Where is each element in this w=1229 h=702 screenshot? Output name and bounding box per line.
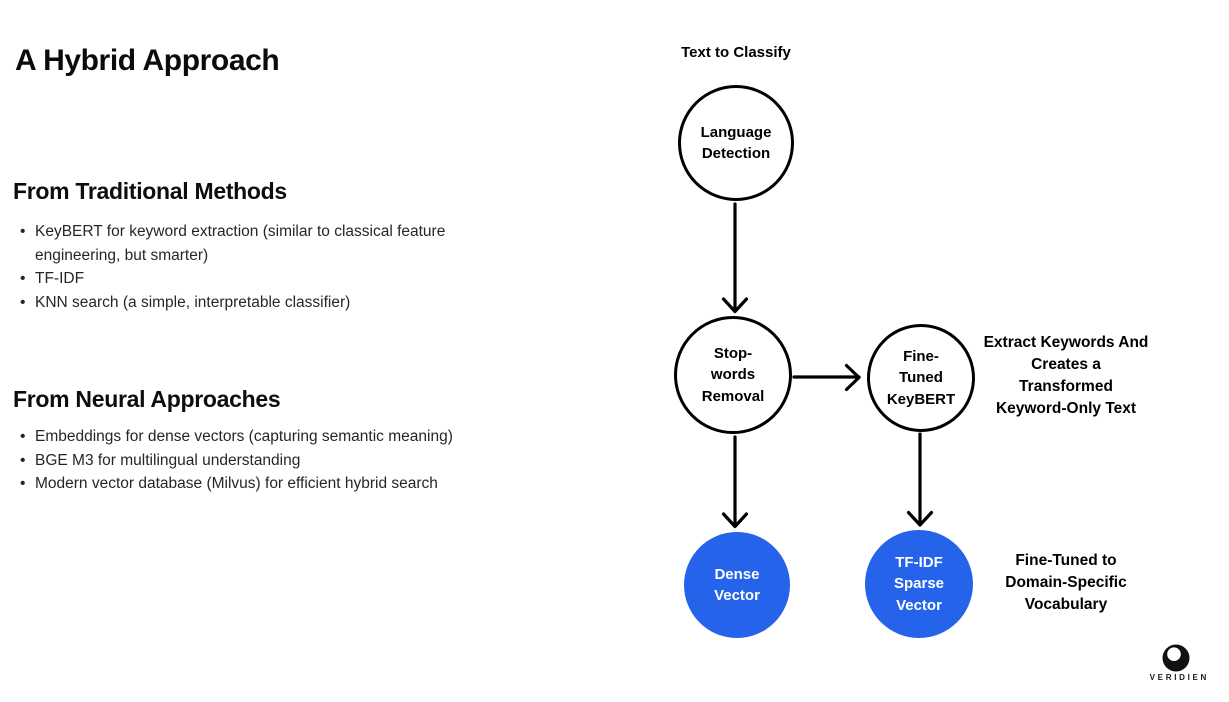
list-item: BGE M3 for multilingual understanding: [16, 449, 453, 473]
page-title: A Hybrid Approach: [15, 44, 280, 77]
veridien-logo-icon: [1162, 644, 1190, 672]
annotation-keybert-output: Extract Keywords And Creates a Transform…: [983, 334, 1149, 417]
section-heading-traditional-methods: From Traditional Methods: [13, 178, 287, 204]
node-language-detection: Language Detection: [678, 85, 794, 201]
arrow-stopwords-to-keybert: [792, 363, 861, 392]
section-heading-neural-approaches: From Neural Approaches: [13, 386, 281, 412]
list-item: KNN search (a simple, interpretable clas…: [16, 291, 445, 315]
arrow-keybert-to-tfidf: [906, 432, 934, 527]
node-tfidf-sparse-vector: TF-IDF Sparse Vector: [865, 530, 973, 638]
logo-wordmark: VERIDIEN: [1149, 673, 1210, 682]
bullet-list-traditional: KeyBERT for keyword extraction (similar …: [16, 220, 445, 314]
diagram-input-label: Text to Classify: [681, 44, 791, 61]
list-item: TF-IDF: [16, 267, 445, 291]
node-fine-tuned-keybert: Fine- Tuned KeyBERT: [867, 324, 975, 432]
arrow-language-to-stopwords: [721, 202, 749, 314]
list-item: Embeddings for dense vectors (capturing …: [16, 425, 453, 449]
annotation-tfidf-vocabulary: Fine-Tuned to Domain-Specific Vocabulary: [1005, 552, 1127, 613]
node-dense-vector: Dense Vector: [684, 532, 790, 638]
list-item: KeyBERT for keyword extraction (similar …: [16, 220, 445, 267]
arrow-stopwords-to-dense: [721, 435, 749, 529]
list-item: Modern vector database (Milvus) for effi…: [16, 472, 453, 496]
bullet-list-neural: Embeddings for dense vectors (capturing …: [16, 425, 453, 496]
node-stop-words-removal: Stop- words Removal: [674, 316, 792, 434]
logo-inner-dot: [1167, 647, 1181, 661]
